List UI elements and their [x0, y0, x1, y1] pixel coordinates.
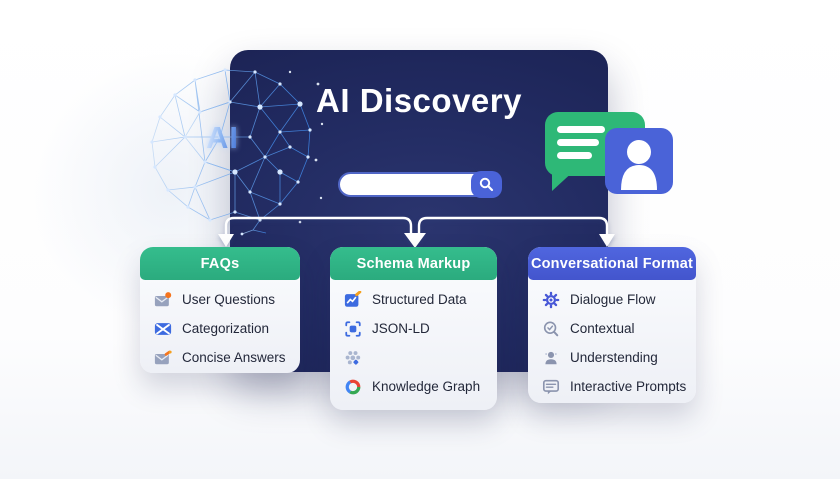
list-item: Contextual: [542, 314, 688, 343]
knowledge-graph-ring-icon: [344, 378, 362, 396]
chart-edit-icon: [344, 290, 362, 309]
card-title: Conversational Format: [530, 255, 694, 272]
prompt-box-icon: [542, 378, 560, 396]
mail-badge-icon: [154, 291, 172, 309]
gear-icon: [542, 291, 560, 309]
list-item-label: Understending: [570, 350, 658, 365]
card-faqs-body: User Questions Categorization: [140, 280, 300, 378]
card-conversational-format-header: Conversational Format: [528, 247, 696, 280]
list-item: JSON-LD: [344, 314, 489, 343]
list-item: [344, 343, 489, 372]
card-conversational-format-body: Dialogue Flow Contextual: [528, 280, 696, 407]
list-item-label: Structured Data: [372, 292, 467, 307]
list-item: Categorization: [154, 314, 292, 343]
person-rays-icon: [542, 349, 560, 367]
chat-search-icon: [542, 320, 560, 338]
brain-network-graphic: [150, 68, 324, 236]
list-item-label: User Questions: [182, 292, 276, 307]
jsonld-scan-icon: [344, 320, 362, 338]
card-schema-markup-header: Schema Markup: [330, 247, 497, 280]
cluster-icon: [344, 349, 362, 367]
chat-person-graphic: [545, 112, 673, 194]
search-bar: [338, 171, 502, 198]
search-button[interactable]: [471, 171, 502, 198]
list-item-label: Concise Answers: [182, 350, 286, 365]
connector-arrows: [218, 216, 615, 248]
page-title: AI Discovery: [316, 82, 522, 119]
list-item: Dialogue Flow: [542, 285, 688, 314]
card-conversational-format: Conversational Format: [528, 247, 696, 403]
list-item: Concise Answers: [154, 343, 292, 372]
list-item: Understending: [542, 343, 688, 372]
list-item-label: Contextual: [570, 321, 635, 336]
categorize-icon: [154, 320, 172, 338]
card-schema-markup: Schema Markup Structured Data: [330, 247, 497, 410]
list-item-label: Categorization: [182, 321, 270, 336]
brain-ai-label: AI: [206, 120, 239, 155]
list-item-label: Interactive Prompts: [570, 379, 687, 394]
list-item-label: JSON-LD: [372, 321, 430, 336]
list-item-label: Knowledge Graph: [372, 379, 481, 394]
card-faqs-header: FAQs: [140, 247, 300, 280]
list-item-label: Dialogue Flow: [570, 292, 656, 307]
list-item: User Questions: [154, 285, 292, 314]
list-item: Interactive Prompts: [542, 372, 688, 401]
list-item: Structured Data: [344, 285, 489, 314]
mail-edit-icon: [154, 349, 172, 367]
card-faqs: FAQs User Questions: [140, 247, 300, 373]
card-title: FAQs: [200, 255, 240, 272]
search-icon: [478, 176, 495, 193]
card-title: Schema Markup: [356, 255, 471, 272]
person-card-icon: [605, 128, 673, 194]
card-schema-markup-body: Structured Data JSON-LD: [330, 280, 497, 407]
list-item: Knowledge Graph: [344, 372, 489, 401]
